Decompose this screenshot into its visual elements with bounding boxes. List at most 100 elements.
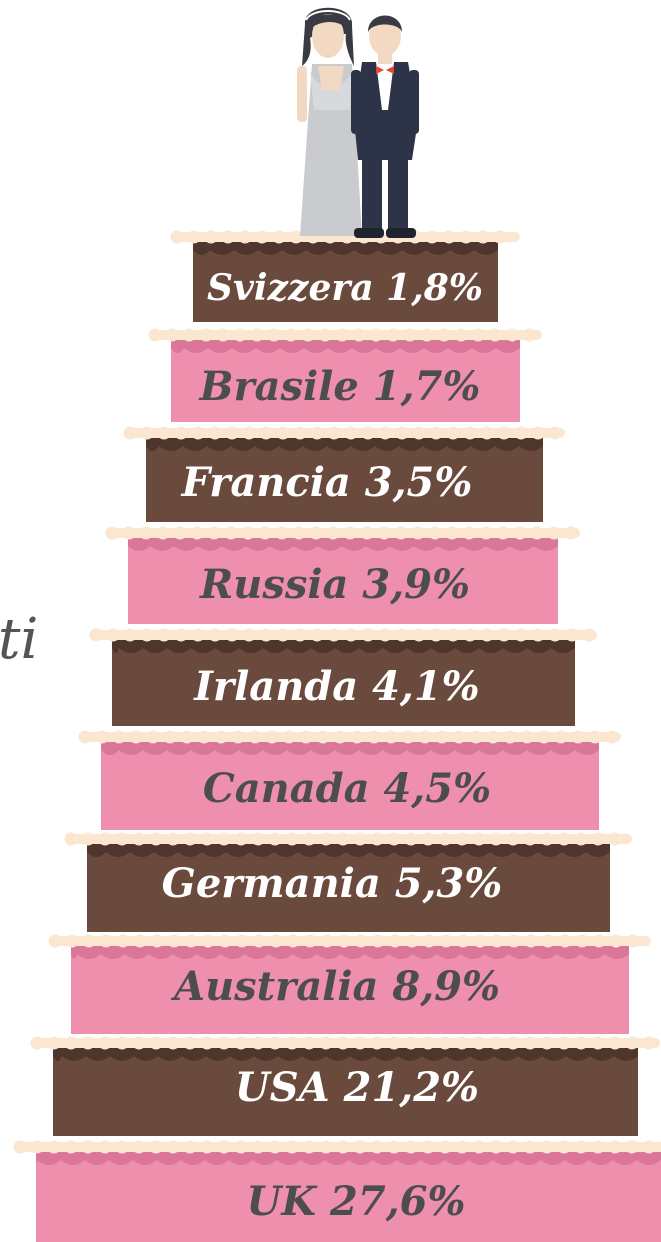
frosting-bead [327,628,341,642]
frosting-bead [293,426,307,440]
frosting-bead [388,934,402,948]
frosting-bead [361,426,375,440]
frosting-bead [123,426,137,440]
frosting-bead [523,1036,537,1050]
cake-tier-usa: USA 21,2% [30,1036,660,1136]
frosting-bead [64,1036,78,1050]
frosting-bead [506,1140,520,1154]
frosting-bead [265,730,279,744]
frosting-bead [272,230,286,244]
frosting-bead [422,934,436,948]
frosting-bead [405,934,419,948]
frosting-bead [592,934,606,948]
frosting-bead [149,832,163,846]
frosting-bead [187,230,201,244]
frosting-bead [251,1036,265,1050]
frosting-bead [293,628,307,642]
tier-label-germania: Germania 5,3% [162,860,503,907]
frosting-bead [309,526,323,540]
frosting-bead [371,934,385,948]
frosting-bead [488,328,502,342]
frosting-bead [548,426,562,440]
frosting-bead [81,832,95,846]
frosting-bead [591,832,605,846]
cake-tier-uk: UK 27,6% [13,1140,661,1242]
tier-label-svizzera: Svizzera 1,8% [207,267,483,309]
frosting-bead [361,628,375,642]
frosting-bead [276,426,290,440]
frosting-bead [268,832,282,846]
frosting-bead [522,328,536,342]
frosting-bead [148,328,162,342]
tier-label-francia: Francia 3,5% [181,459,473,506]
cake-topper [297,7,419,238]
frosting-bead [608,1036,622,1050]
tier-drip [193,242,498,255]
frosting-bead [30,1036,44,1050]
frosting-bead [123,628,137,642]
frosting-bead [455,1140,469,1154]
bride-figure [297,7,362,236]
frosting-bead [217,1036,231,1050]
tier-drip [146,438,543,451]
frosting-bead [316,730,330,744]
frosting-bead [537,730,551,744]
frosting-bead [548,628,562,642]
frosting-bead [557,1140,571,1154]
frosting-bead [234,1140,248,1154]
tier-body [171,340,520,422]
frosting-bead [191,426,205,440]
frosting-bead [446,628,460,642]
cake-tier-russia: Russia 3,9% [105,526,580,624]
frosting-bead [183,832,197,846]
frosting-bead [165,328,179,342]
frosting-bead [386,328,400,342]
frosting-bead [469,730,483,744]
frosting-bead [540,832,554,846]
frosting-bead [412,628,426,642]
tier-label-australia: Australia 8,9% [170,963,500,1010]
frosting-bead [201,934,215,948]
frosting-bead [473,934,487,948]
frosting-bead [132,1036,146,1050]
frosting-bead [275,526,289,540]
frosting-bead [48,934,62,948]
frosting-bead [404,1036,418,1050]
frosting-bead [310,426,324,440]
frosting-bead [438,1036,452,1050]
frosting-bead [558,934,572,948]
frosting-bead [531,628,545,642]
frosting-bead [439,934,453,948]
frosting-bead [299,730,313,744]
frosting-bead [554,730,568,744]
frosting-bead [575,934,589,948]
frosting-bead [149,1140,163,1154]
frosting-bead [336,832,350,846]
tier-label-irlanda: Irlanda 4,1% [193,663,479,710]
frosting-bead [489,1036,503,1050]
frosting-bead [234,1036,248,1050]
frosting-bead [343,526,357,540]
cake-tiers: Svizzera 1,8% Brasile 1,7% Francia 3,5% Rus… [13,230,661,1242]
frosting-bead [221,230,235,244]
frosting-bead [320,934,334,948]
frosting-bead [463,426,477,440]
frosting-bead [105,526,119,540]
tier-body [128,538,558,624]
frosting-bead [370,832,384,846]
frosting-bead [523,832,537,846]
frosting-bead [258,526,272,540]
frosting-bead [455,1036,469,1050]
frosting-bead [530,526,544,540]
cake-tier-brasile: Brasile 1,7% [148,328,542,422]
frosting-bead [503,730,517,744]
frosting-bead [497,426,511,440]
frosting-bead [387,832,401,846]
frosting-bead [462,526,476,540]
frosting-bead [231,730,245,744]
frosting-bead [302,1036,316,1050]
frosting-bead [98,1036,112,1050]
tier-body [112,640,575,726]
frosting-bead [384,730,398,744]
frosting-bead [251,832,265,846]
